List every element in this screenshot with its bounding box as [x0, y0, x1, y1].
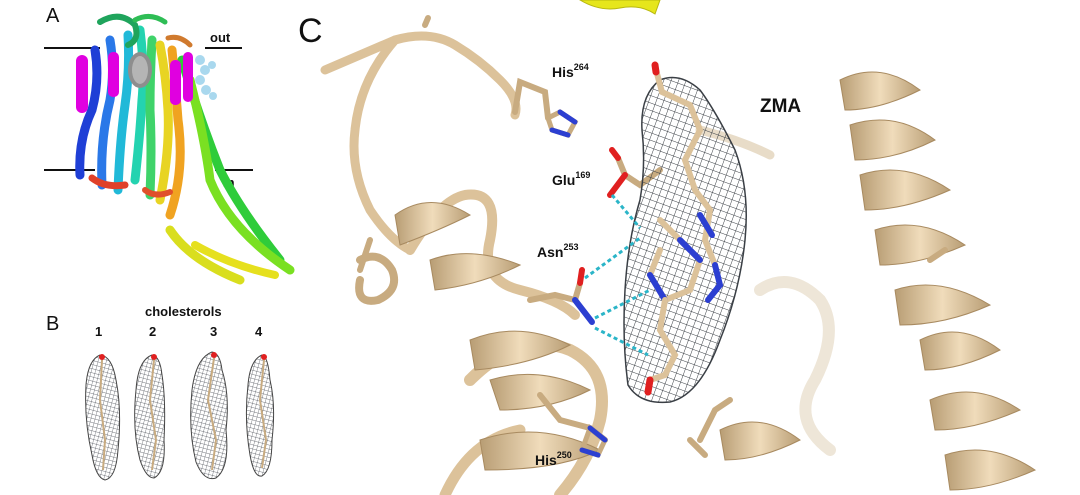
panel-a-letter: A	[46, 5, 60, 27]
side-chain-his250	[537, 392, 609, 459]
cholesterol-number-2: 2	[149, 324, 156, 339]
hbond-asn253-n	[594, 288, 651, 320]
cholesterol-density-2	[134, 354, 166, 479]
side-chain-asn253	[527, 267, 595, 325]
electron-density-mesh	[623, 76, 747, 404]
hbond-glu169	[610, 194, 642, 229]
side-chain-his264	[512, 77, 579, 139]
cholesterol-number-3: 3	[210, 324, 217, 339]
cholesterol-density-4	[245, 354, 275, 477]
hbond-asn253-n2	[594, 326, 649, 357]
panel-a: A out in	[44, 5, 295, 285]
residue-label-his250: His250	[535, 450, 572, 468]
residue-label-his264: His264	[552, 62, 589, 80]
cholesterols-a	[76, 52, 193, 113]
lipid-a	[195, 55, 217, 100]
helix-right-lower	[719, 331, 1037, 491]
cholesterols-title: cholesterols	[145, 304, 222, 319]
helix-right-upper	[839, 71, 992, 326]
ligand-a	[128, 52, 152, 88]
cholesterol-number-4: 4	[255, 324, 263, 339]
cholesterol-number-1: 1	[95, 324, 102, 339]
panel-c-letter: C	[298, 12, 323, 50]
residue-label-asn253: Asn253	[537, 242, 578, 260]
zma-ligand	[623, 61, 747, 404]
panel-b: B cholesterols 1 2 3 4	[46, 304, 275, 481]
ligand-label-zma: ZMA	[760, 96, 801, 117]
cholesterol-density-1	[85, 354, 121, 481]
hbond-asn253-o	[584, 236, 641, 280]
side-chain-misc	[357, 237, 948, 458]
panel-b-letter: B	[46, 313, 59, 335]
cholesterol-density-3	[190, 351, 228, 480]
yellow-helix-fragment	[579, 0, 661, 15]
panel-c: C	[298, 0, 1037, 495]
membrane-out-label: out	[210, 30, 231, 45]
residue-label-glu169: Glu169	[552, 170, 590, 188]
hydrogen-bonds	[584, 194, 651, 357]
